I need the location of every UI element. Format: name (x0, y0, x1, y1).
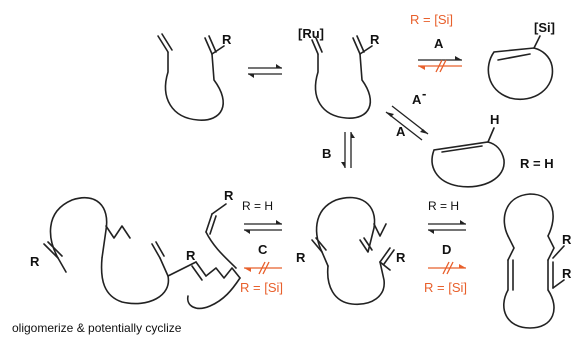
path-a-label: A (434, 36, 444, 51)
si-label: [Si] (534, 20, 555, 35)
path-c-label: C (258, 242, 268, 257)
substituent-r: R (186, 248, 196, 263)
substituent-r: R (30, 254, 40, 269)
path-d-label: D (442, 242, 451, 257)
oligomer: R R R (30, 188, 241, 310)
substituent-r: R (224, 188, 234, 203)
condition-r-h: R = H (428, 199, 459, 213)
ru-carbene-intermediate: [Ru] R (298, 26, 380, 119)
path-b-arrow: B (322, 132, 355, 168)
path-b-label: B (322, 146, 331, 161)
diene-substrate: R (157, 32, 232, 121)
substituent-r: R (562, 266, 572, 281)
substituent-r: R (562, 232, 572, 247)
substituent-r: R (370, 32, 380, 47)
condition-r-h: R = H (242, 199, 273, 213)
condition-r-si: R = [Si] (240, 280, 283, 295)
path-a-arrow: R = [Si] A (410, 12, 462, 73)
condition-r-si: R = [Si] (424, 280, 467, 295)
macrocyclic-diene: R R (503, 193, 572, 329)
equilibrium-arrow-1 (248, 64, 282, 78)
path-a-reverse-sup: - (422, 86, 426, 101)
substituent-r: R (396, 250, 406, 265)
path-a-reverse-label: A (412, 92, 422, 107)
substituent-r: R (222, 32, 232, 47)
silyl-cycloalkene: [Si] (487, 20, 555, 101)
condition-r-h: R = H (520, 156, 554, 171)
condition-r-si: R = [Si] (410, 12, 453, 27)
path-d-arrow: R = H D R = [Si] (424, 199, 467, 295)
path-c-arrow: R = H C R = [Si] (240, 199, 283, 295)
cycloalkene-r-h: H R = H (431, 112, 554, 188)
path-a-reverse-arrow: A - A (385, 86, 429, 141)
caption: oligomerize & potentially cyclize (12, 321, 182, 335)
substituent-r: R (296, 250, 306, 265)
ring-closed-dimer: R R (296, 196, 406, 305)
h-label: H (490, 112, 499, 127)
ru-label: [Ru] (298, 26, 324, 41)
path-a-label-lower: A (396, 124, 406, 139)
